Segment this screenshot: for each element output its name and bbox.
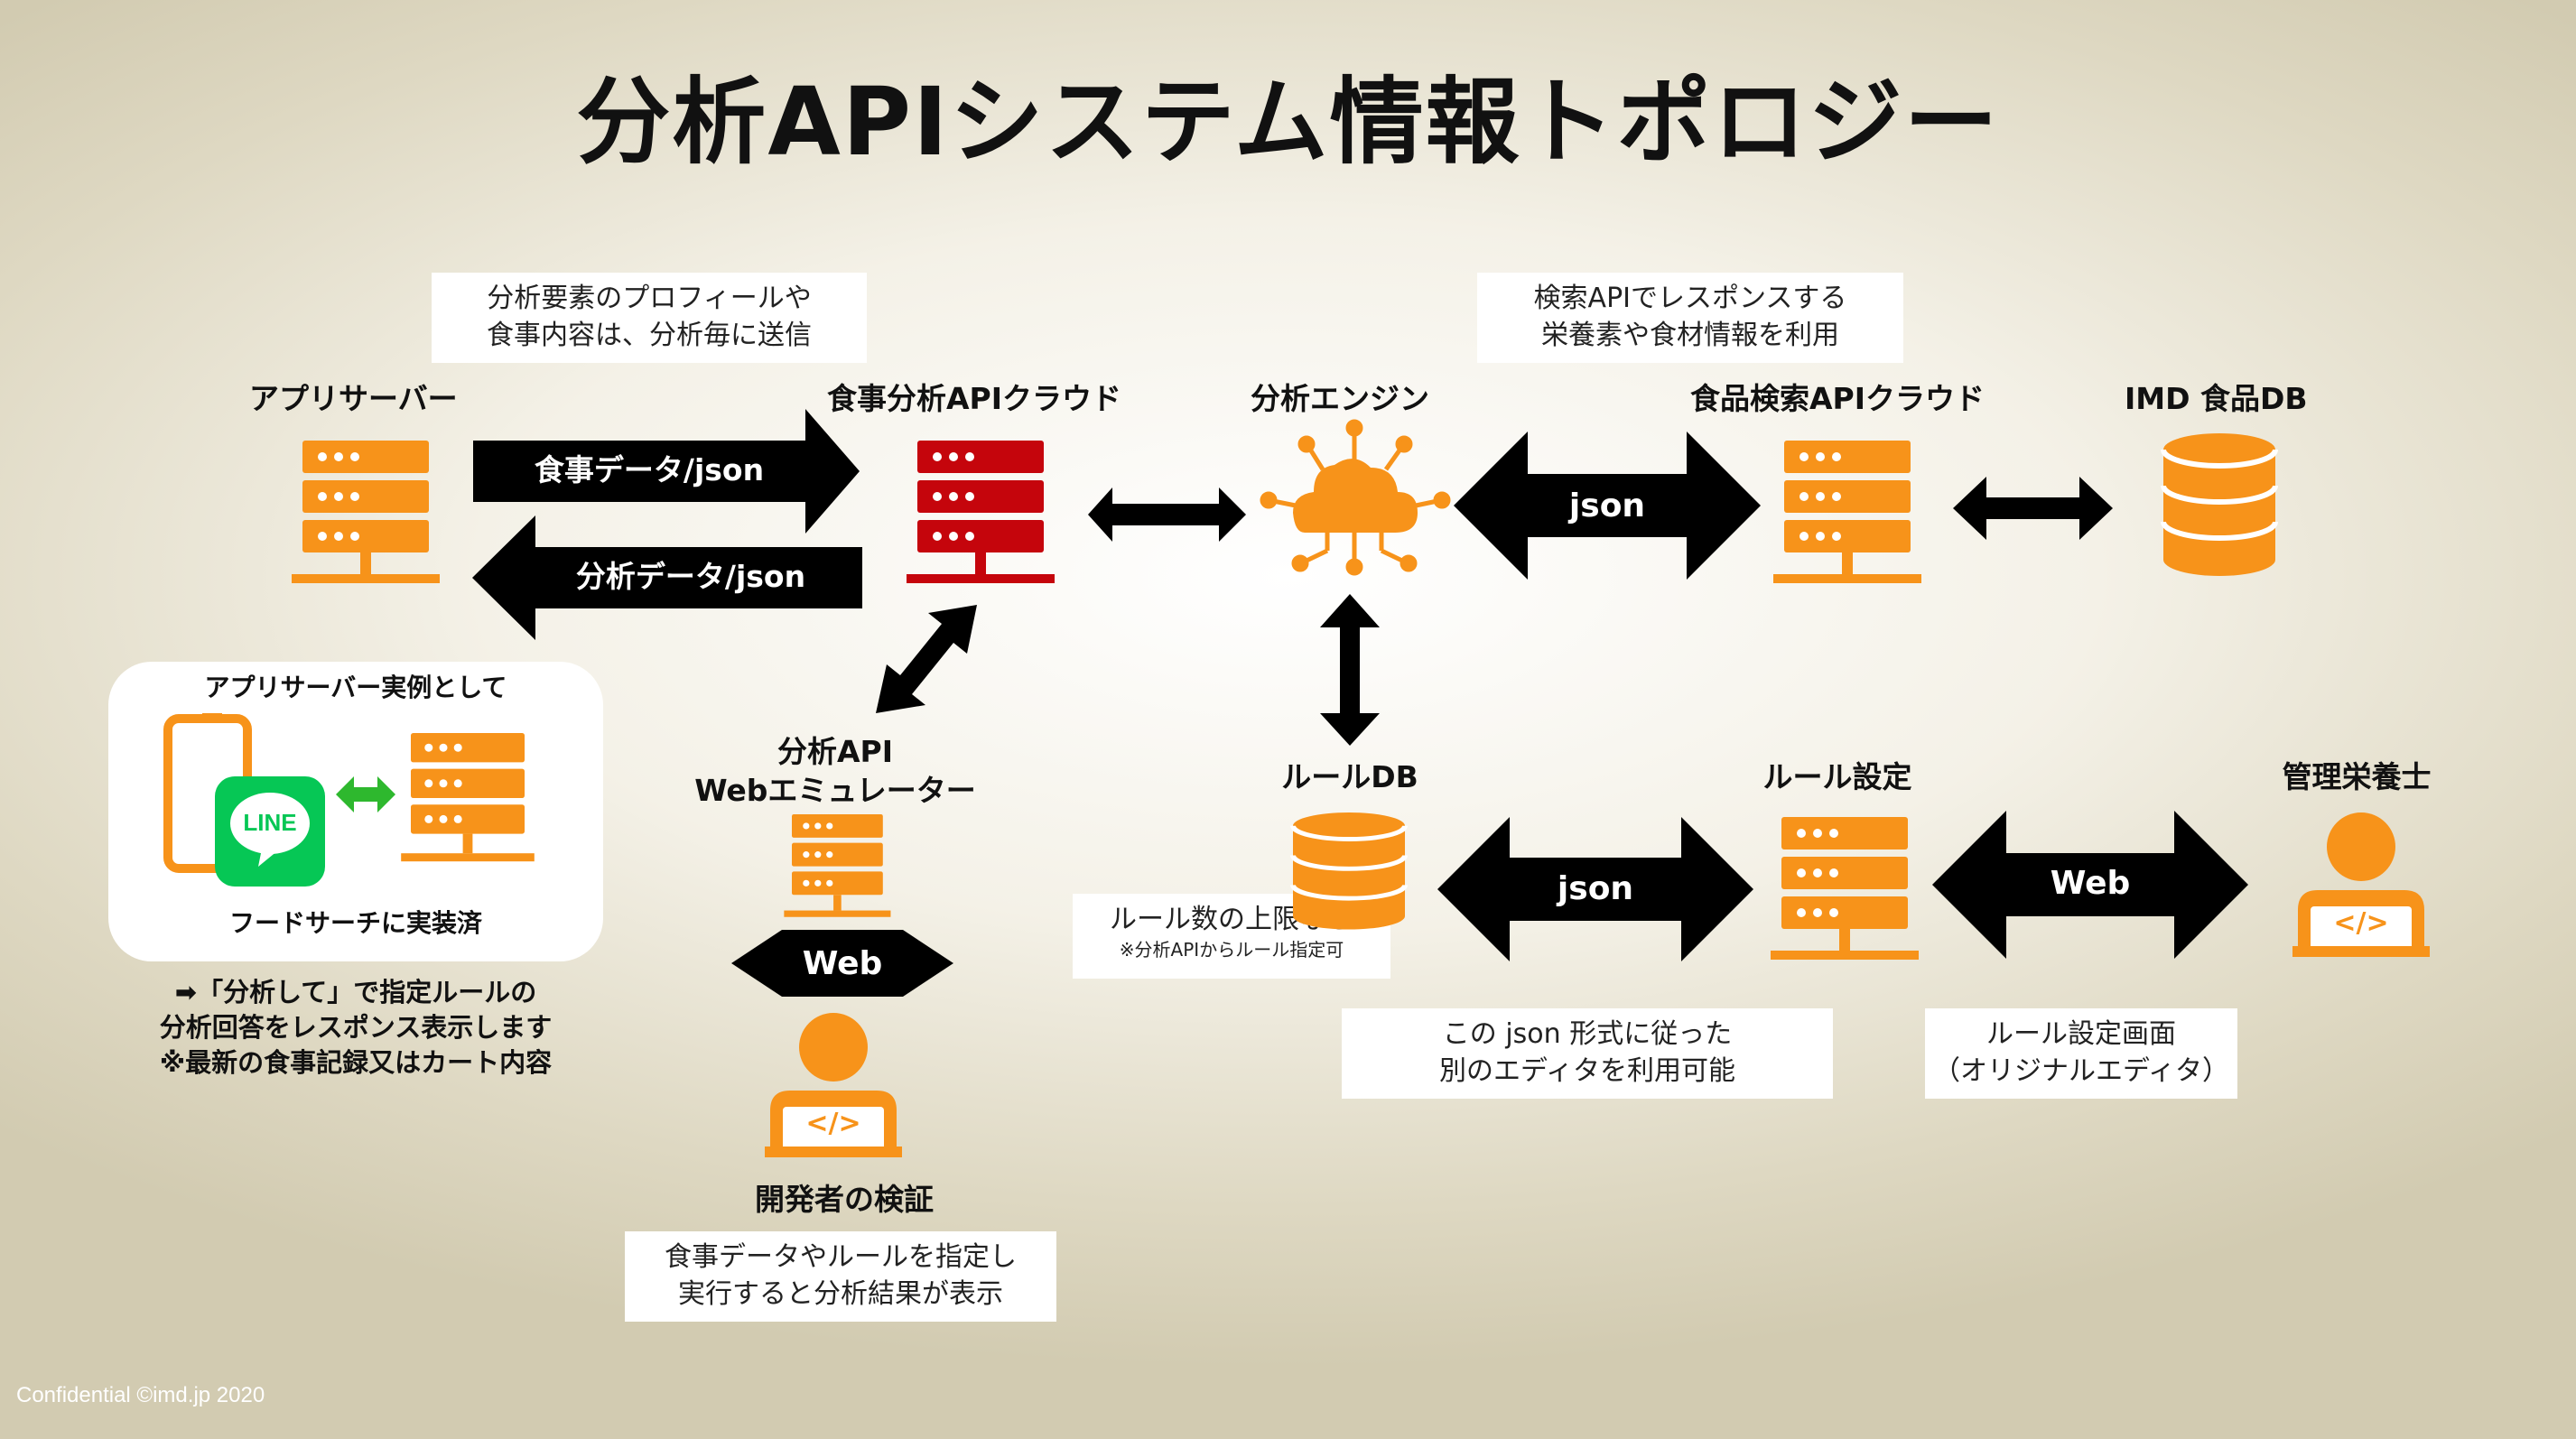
line-logo-text: LINE [243, 809, 297, 836]
settings-dietitian-arrow-label: Web [2050, 865, 2131, 902]
meal-data-arrow-label: 食事データ/json [534, 452, 765, 487]
web-emulator-label: 分析API Webエミュレーター [694, 734, 976, 808]
profile-note: 分析要素のプロフィールや食事内容は、分析毎に送信 [432, 273, 867, 363]
meal-data-arrow [473, 409, 860, 534]
app-server-icon [292, 441, 440, 583]
phone-notch [202, 713, 222, 720]
confidential-footer: Confidential ©imd.jp 2020 [16, 1383, 265, 1407]
engine-ruledb-arrow [1320, 594, 1380, 746]
search-db-arrow [1953, 477, 2113, 540]
developer-label: 開発者の検証 [755, 1182, 934, 1217]
card-server-icon [401, 733, 535, 862]
settings-dietitian-arrow [1932, 811, 2248, 959]
meal-api-cloud-icon [907, 441, 1055, 583]
engine-search-arrow-label: json [1568, 487, 1646, 525]
imd-food-db-label: IMD 食品DB [2125, 381, 2308, 416]
dietitian-label: 管理栄養士 [2282, 759, 2432, 794]
food-search-cloud-label: 食品検索APIクラウド [1690, 381, 1985, 416]
cloud-engine-arrow [1088, 487, 1246, 542]
card-note: ➡「分析して」で指定ルールの分析回答をレスポンス表示します※最新の食事記録又はカ… [159, 977, 553, 1079]
search-note: 検索APIでレスポンスする栄養素や食材情報を利用 [1477, 273, 1903, 363]
food-search-server-icon [1773, 441, 1921, 583]
ruledb-settings-arrow-label: json [1557, 870, 1634, 907]
analysis-data-arrow [472, 515, 862, 640]
rule-db-icon [1293, 812, 1405, 930]
emulator-dev-arrow [731, 930, 953, 997]
imd-food-db-icon [2163, 433, 2275, 576]
emulator-server-icon [784, 814, 891, 917]
analysis-data-arrow-label: 分析データ/json [575, 559, 806, 594]
analysis-engine-label: 分析エンジン [1251, 381, 1429, 416]
rule-db-label: ルールDB [1281, 759, 1418, 794]
rule-settings-label: ルール設定 [1762, 759, 1912, 794]
developer-note: 食事データやルールを指定し実行すると分析結果が表示 [625, 1231, 1056, 1322]
line-logo-icon [215, 776, 325, 887]
meal-api-cloud-label: 食事分析APIクラウド [827, 381, 1122, 416]
card-link-arrow [336, 776, 395, 812]
ruledb-settings-arrow [1437, 817, 1753, 961]
json-format-note: この json 形式に従った別のエディタを利用可能 [1342, 1008, 1833, 1099]
rule-settings-server-icon [1771, 817, 1919, 960]
engine-search-arrow [1454, 432, 1761, 580]
developer-code-icon: </> [805, 1108, 861, 1139]
cloud-emulator-arrow [876, 605, 977, 713]
dietitian-code-icon: </> [2333, 907, 2389, 939]
cloud-engine-icon [1260, 419, 1451, 576]
page-title: 分析APIシステム情報トポロジー [576, 67, 2000, 177]
card-title: アプリサーバー実例として [204, 673, 507, 702]
card-footer: フードサーチに実装済 [228, 908, 482, 938]
app-server-label: アプリサーバー [249, 381, 458, 416]
emulator-dev-arrow-label: Web [802, 945, 883, 982]
rule-screen-note: ルール設定画面（オリジナルエディタ） [1925, 1008, 2237, 1099]
